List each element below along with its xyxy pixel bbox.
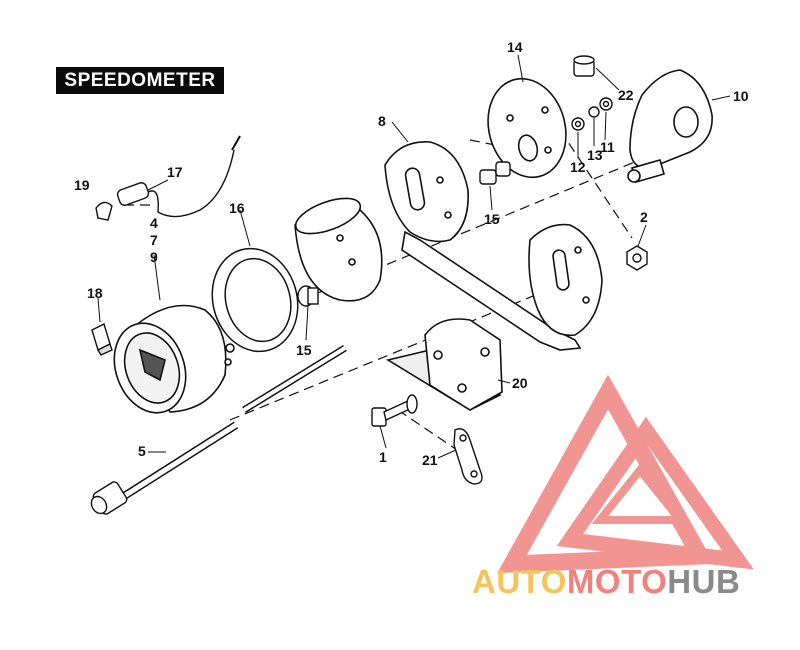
callout-8: 8	[378, 113, 386, 129]
callout-labels: 1 2 4 5 7 8 9 10 11 12 13 14 15 15 16 17…	[74, 39, 749, 468]
watermark-hub: HUB	[667, 563, 741, 600]
title-banner: SPEEDOMETER	[56, 67, 224, 94]
watermark-text: AUTOMOTOHUB	[472, 563, 800, 603]
cover-icon	[627, 69, 713, 183]
callout-15-lower: 15	[296, 342, 312, 358]
cup-icon	[294, 197, 383, 302]
callout-7: 7	[150, 232, 158, 248]
callout-11: 11	[600, 139, 615, 155]
callout-18: 18	[87, 285, 103, 301]
nut-icon	[626, 245, 648, 271]
bolt-icon	[371, 394, 418, 427]
callout-4: 4	[150, 215, 158, 231]
callout-10: 10	[733, 88, 749, 104]
bulb-icon	[95, 135, 241, 221]
callout-19: 19	[74, 177, 90, 193]
socket-icon	[91, 323, 113, 356]
gasket-icon	[211, 247, 299, 353]
callout-5: 5	[138, 443, 146, 459]
mounting-bracket-icon	[384, 141, 603, 351]
grommet-icon	[297, 285, 319, 307]
callout-17: 17	[167, 164, 183, 180]
callout-12: 12	[570, 159, 586, 175]
automotohub-logo-icon	[497, 374, 754, 574]
lower-bracket-icon	[385, 318, 503, 411]
callout-16: 16	[229, 200, 245, 216]
clip-icon	[453, 428, 483, 485]
callout-2: 2	[640, 209, 648, 225]
watermark-auto: AUTO	[472, 563, 567, 600]
callout-1: 1	[379, 449, 387, 465]
watermark-moto: MOTO	[566, 563, 668, 600]
small-hardware-icon	[571, 55, 613, 131]
callout-13: 13	[587, 147, 603, 163]
upper-grommet-icon	[479, 161, 511, 185]
callout-20: 20	[512, 375, 528, 391]
callout-21: 21	[422, 452, 438, 468]
callout-14: 14	[507, 39, 523, 55]
leader-lines	[97, 54, 731, 459]
callout-15-upper: 15	[484, 211, 500, 227]
diagram-title: SPEEDOMETER	[64, 70, 216, 91]
back-plate-icon	[487, 77, 567, 179]
callout-9: 9	[150, 249, 158, 265]
speedometer-cable-icon	[90, 345, 347, 515]
speedometer-head-icon	[113, 304, 235, 414]
callout-22: 22	[618, 87, 634, 103]
